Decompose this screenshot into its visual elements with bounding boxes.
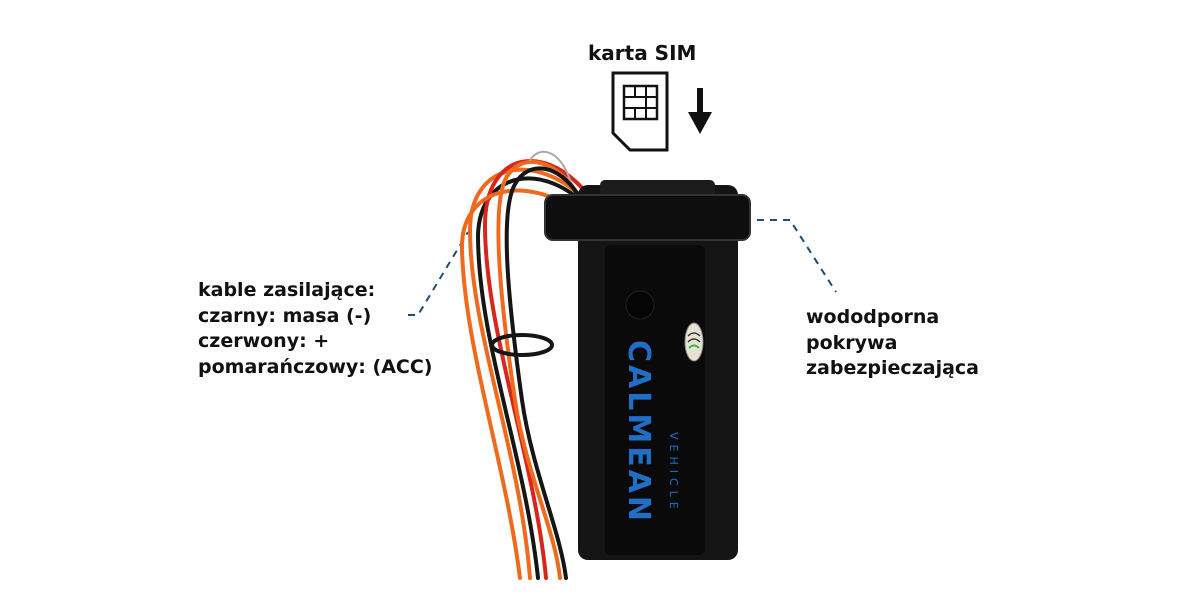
cables-label-line: czerwony: + — [198, 330, 330, 352]
cover-label-line: pokrywa — [806, 331, 898, 354]
cables-label-line: pomarańczowy: (ACC) — [198, 355, 433, 378]
led-indicator-icon — [684, 322, 704, 362]
arrow-down-icon — [688, 88, 712, 134]
leader-line-cables — [408, 231, 469, 316]
leader-line-cover — [757, 219, 837, 293]
power-cables — [459, 150, 594, 580]
cover-label-line: wododporna — [806, 306, 940, 328]
sim-card-icon — [611, 71, 669, 152]
cables-label: kable zasilające: czarny: masa (-) czerw… — [198, 278, 432, 380]
sim-card-label: karta SIM — [588, 41, 697, 65]
cover-label-line: zabezpieczająca — [806, 357, 979, 379]
cables-label-line: czarny: masa (-) — [198, 304, 372, 327]
cover-label: wododporna pokrywa zabezpieczająca — [806, 305, 979, 382]
cables-label-line: kable zasilające: — [198, 279, 376, 301]
brand-subtitle: VEHICLE — [667, 432, 680, 514]
brand-logo: CALMEAN — [621, 340, 656, 525]
gps-tracker-device — [544, 180, 751, 560]
